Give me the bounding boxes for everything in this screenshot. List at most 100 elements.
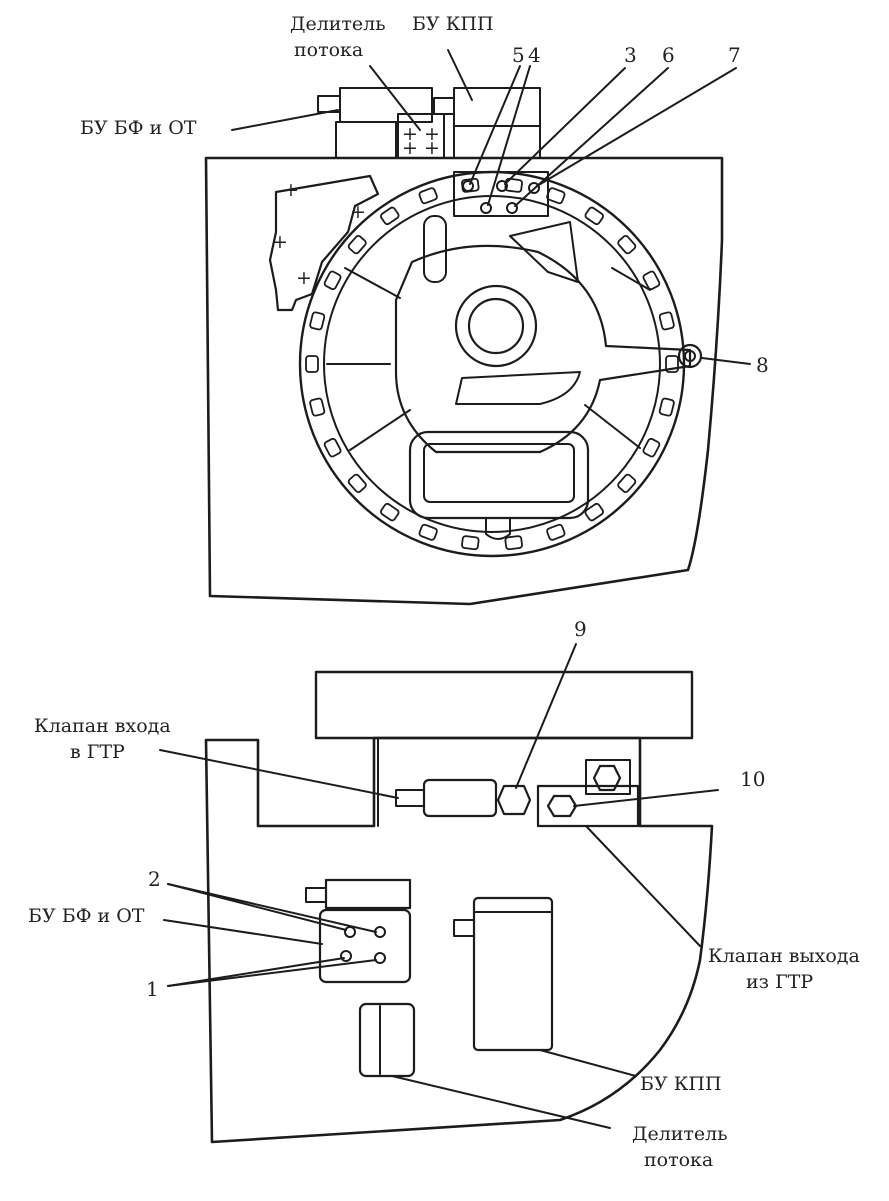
number-9: 9	[574, 617, 587, 641]
label-bu-kpp-bottom: БУ КПП	[640, 1073, 722, 1095]
ring-bolt-tab	[380, 502, 400, 522]
bu-bf-ot-bottom-connector	[305, 887, 327, 903]
flow-divider-bottom	[358, 1002, 416, 1078]
spokes	[326, 267, 651, 451]
bottom-view: Клапан входа в ГТР 9 10 2 БУ БФ и ОТ 1 К…	[28, 617, 860, 1171]
number-8: 8	[756, 353, 769, 377]
ring-bolt-tab	[309, 397, 326, 417]
flow-divider-top	[397, 113, 445, 159]
ring-bolt-tab	[658, 311, 675, 331]
bu-bf-ot-bottom-top	[324, 878, 412, 910]
bell-housing-inner	[323, 195, 661, 533]
ring-bolt-tab	[584, 502, 604, 522]
ring-bolt-tab	[617, 473, 637, 493]
number-6: 6	[662, 43, 675, 67]
hub-plate	[394, 244, 692, 454]
mounting-plate	[268, 174, 380, 312]
ring-bolt-tab	[461, 535, 480, 551]
hex-plug-9	[496, 784, 532, 816]
ring-bolt-tab	[658, 397, 675, 417]
label-flow-divider-bottom-line1: Делитель	[632, 1123, 728, 1145]
plate-bolt-mark: +	[283, 179, 299, 201]
bu-bf-ot-unit	[339, 87, 433, 123]
inspection-cover	[408, 430, 590, 520]
port-1a	[340, 950, 352, 962]
bu-kpp-bottom-connector	[453, 919, 475, 937]
label-flow-divider-line1: Делитель	[290, 13, 386, 35]
port-10	[546, 794, 578, 818]
divider-bolt-mark: + +	[402, 123, 440, 145]
ring-bolt-tab	[642, 270, 661, 291]
valve-out-gtr-block	[536, 784, 640, 828]
port-8	[677, 343, 703, 369]
valve-out-hex	[592, 764, 622, 792]
ring-bolt-tab	[617, 235, 637, 255]
bu-bf-ot-base	[335, 121, 397, 159]
ring-bolt-tab	[584, 206, 604, 226]
top-housing-outline	[204, 156, 724, 606]
bu-kpp-connector	[433, 97, 455, 115]
label-flow-divider-bottom-line2: потока	[644, 1149, 713, 1171]
label-flow-divider-line2: потока	[294, 39, 363, 61]
bottom-housing-outline	[204, 736, 714, 1144]
ring-bolt-tab	[347, 235, 367, 255]
number-10: 10	[740, 767, 765, 791]
port-1b	[374, 952, 386, 964]
number-7: 7	[728, 43, 741, 67]
ring-bolt-tab	[309, 311, 326, 331]
label-valve-in-line1: Клапан входа	[34, 715, 171, 737]
ring-bolt-tab	[418, 523, 438, 541]
valve-in-connector	[395, 789, 425, 807]
dowel-slot	[423, 215, 447, 283]
port-8-inner	[684, 350, 696, 362]
ring-bolt-tab	[546, 523, 566, 541]
ring-bolt-tab	[347, 473, 367, 493]
number-4: 4	[528, 43, 541, 67]
port-5	[462, 180, 474, 192]
port-block	[453, 171, 549, 217]
ring-bolt-tab	[305, 355, 319, 373]
divider-bolt-mark: + +	[402, 137, 440, 159]
ring-bolt-tab	[665, 355, 679, 373]
label-valve-out-line2: из ГТР	[746, 971, 813, 993]
ring-bolt-tab	[546, 187, 566, 205]
bu-kpp-base	[453, 125, 541, 159]
ring-bolt-tab	[323, 437, 342, 458]
top-view: + + + + + + + +	[80, 13, 769, 606]
label-bu-bf-ot-top: БУ БФ и ОТ	[80, 117, 197, 139]
cover-lug	[485, 517, 511, 540]
valve-in-gtr	[422, 778, 498, 818]
valve-out-gtr-head	[585, 759, 631, 795]
label-valve-out-line1: Клапан выхода	[708, 945, 860, 967]
port-4	[480, 202, 492, 214]
label-valve-in-line2: в ГТР	[70, 741, 125, 763]
number-1: 1	[146, 977, 159, 1001]
plate-bolt-mark: +	[272, 231, 288, 253]
port-6	[506, 202, 518, 214]
label-bu-bf-ot-bottom: БУ БФ и ОТ	[28, 905, 145, 927]
plate-bolt-mark: +	[296, 267, 312, 289]
hub-recess	[455, 371, 581, 405]
ring-tabs	[305, 177, 679, 551]
inspection-window	[423, 443, 575, 503]
port-7	[528, 182, 540, 194]
ring-bolt-tab	[380, 206, 400, 226]
bottom-leader-lines	[159, 643, 719, 1129]
number-2: 2	[148, 867, 161, 891]
number-5: 5	[512, 43, 525, 67]
ring-bolt-tab	[642, 437, 661, 458]
port-3	[496, 180, 508, 192]
bu-kpp-bottom-body	[472, 896, 554, 1052]
input-shaft-flange	[454, 284, 538, 368]
ring-bolt-tab	[504, 535, 523, 551]
ring-bolt-tab	[418, 187, 438, 205]
label-bu-kpp-top: БУ КПП	[412, 13, 494, 35]
number-3: 3	[624, 43, 637, 67]
bu-bf-ot-bottom-body	[318, 908, 412, 984]
top-leader-lines	[231, 49, 751, 365]
plate-bolt-mark: +	[350, 201, 366, 223]
triangular-bracket	[509, 221, 579, 283]
input-shaft-bore	[467, 297, 525, 355]
